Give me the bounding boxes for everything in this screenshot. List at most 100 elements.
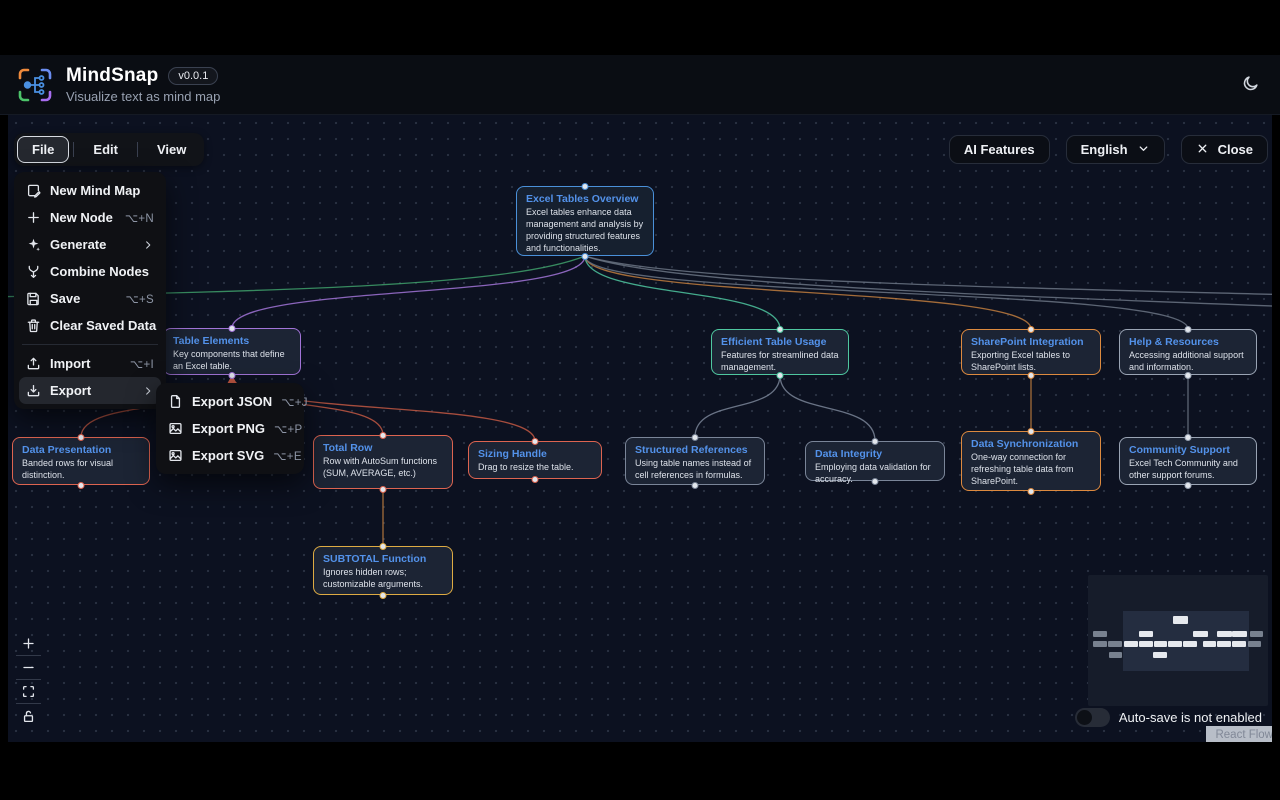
node-handle-bottom[interactable] (531, 475, 539, 483)
autosave-toggle[interactable] (1074, 708, 1110, 727)
file-menu-item-generate[interactable]: Generate (19, 231, 161, 258)
file-menu-item-import[interactable]: Import ⌥+I (19, 350, 161, 377)
node-handle-bottom[interactable] (1184, 481, 1192, 489)
node-handle-top[interactable] (581, 182, 589, 190)
ai-features-label: AI Features (963, 142, 1035, 157)
export-menu-item-export-svg[interactable]: Export SVG⌥+E (161, 442, 302, 469)
node-handle-top[interactable] (1184, 325, 1192, 333)
menu-item-label: Export PNG (192, 421, 265, 436)
top-letterbox (0, 0, 1280, 55)
app-tagline: Visualize text as mind map (66, 89, 221, 104)
file-menu-item-save[interactable]: Save⌥+S (19, 285, 161, 312)
node-handle-bottom[interactable] (581, 252, 589, 260)
file-menu-item-clear-saved-data[interactable]: Clear Saved Data (19, 312, 161, 339)
close-button[interactable]: Close (1180, 135, 1268, 164)
node-handle-top[interactable] (77, 433, 85, 441)
export-menu-item-export-png[interactable]: Export PNG⌥+P (161, 415, 302, 442)
ai-features-button[interactable]: AI Features (948, 135, 1050, 164)
menubar-item-view[interactable]: View (156, 142, 187, 157)
menu-item-label: Export JSON (192, 394, 273, 409)
node-handle-top[interactable] (691, 433, 699, 441)
minimap-node (1093, 641, 1107, 647)
node-handle-top[interactable] (1027, 427, 1035, 435)
zoom-in-button[interactable] (16, 632, 41, 656)
node-handle-bottom[interactable] (1184, 371, 1192, 379)
menubar-item-edit[interactable]: Edit (93, 142, 118, 157)
node-handle-bottom[interactable] (379, 591, 387, 599)
file-menu-item-new-node[interactable]: New Node⌥+N (19, 204, 161, 231)
node-handle-bottom[interactable] (1027, 371, 1035, 379)
trash-icon (26, 318, 41, 333)
menu-item-shortcut: ⌥+S (125, 293, 154, 306)
node-handle-bottom[interactable] (228, 371, 236, 379)
fit-view-button[interactable] (16, 680, 41, 704)
minimap-node (1168, 641, 1182, 647)
react-flow-attribution[interactable]: React Flow (1206, 726, 1272, 742)
file-menu-item-new-mind-map[interactable]: New Mind Map (19, 177, 161, 204)
node-title: Table Elements (173, 335, 250, 347)
node-body: Key components that define an Excel tabl… (173, 349, 285, 371)
menubar-item-file[interactable]: File (18, 137, 69, 162)
node-body: Features for streamlined data management… (721, 350, 839, 372)
node-handle-bottom[interactable] (1027, 487, 1035, 495)
minimap-node (1217, 641, 1231, 647)
node-handle-bottom[interactable] (691, 481, 699, 489)
canvas-top-right-panel: AI Features English Close (948, 135, 1268, 164)
node-handle-top[interactable] (1184, 433, 1192, 441)
node-handle-top[interactable] (379, 542, 387, 550)
minimap-node (1109, 652, 1122, 658)
dark-mode-toggle[interactable] (1238, 72, 1264, 98)
minimap-node (1232, 631, 1247, 637)
node-title: Structured References (635, 444, 748, 456)
language-dropdown[interactable]: English (1065, 135, 1165, 164)
node-handle-bottom[interactable] (379, 485, 387, 493)
file-menu-item-combine-nodes[interactable]: Combine Nodes (19, 258, 161, 285)
file-menu-item-export[interactable]: Export (19, 377, 161, 404)
node-handle-bottom[interactable] (77, 481, 85, 489)
node-title: Data Integrity (815, 448, 883, 460)
zoom-out-button[interactable] (16, 656, 41, 680)
menu-item-shortcut: ⌥+I (129, 358, 154, 371)
lock-open-button[interactable] (16, 704, 41, 728)
node-body: Banded rows for visual distinction. (22, 458, 114, 480)
lock-open-icon (21, 709, 36, 724)
node-handle-top[interactable] (379, 431, 387, 439)
node-handle-bottom[interactable] (776, 371, 784, 379)
node-handle-top[interactable] (1027, 325, 1035, 333)
node-body: Row with AutoSum functions (SUM, AVERAGE… (323, 456, 438, 478)
node-handle-bottom[interactable] (871, 477, 879, 485)
minimap-node (1154, 641, 1167, 647)
minimap[interactable] (1088, 575, 1268, 706)
export-menu-item-export-json[interactable]: Export JSON⌥+J (161, 388, 308, 415)
node-handle-top[interactable] (871, 437, 879, 445)
node-body: Using table names instead of cell refere… (635, 458, 752, 480)
node-title: Community Support (1129, 444, 1230, 456)
app-header: MindSnap v0.0.1 Visualize text as mind m… (0, 55, 1280, 115)
menubar-separator (136, 142, 138, 157)
close-label: Close (1217, 142, 1253, 157)
autosave-row: Auto-save is not enabled (1074, 708, 1262, 727)
menu-item-label: Import (50, 356, 91, 371)
node-handle-top[interactable] (228, 324, 236, 332)
title-block: MindSnap v0.0.1 Visualize text as mind m… (66, 65, 220, 104)
node-handle-top[interactable] (776, 325, 784, 333)
minimap-node (1232, 641, 1246, 647)
node-handle-top[interactable] (531, 437, 539, 445)
menu-item-shortcut: ⌥+E (273, 450, 302, 463)
